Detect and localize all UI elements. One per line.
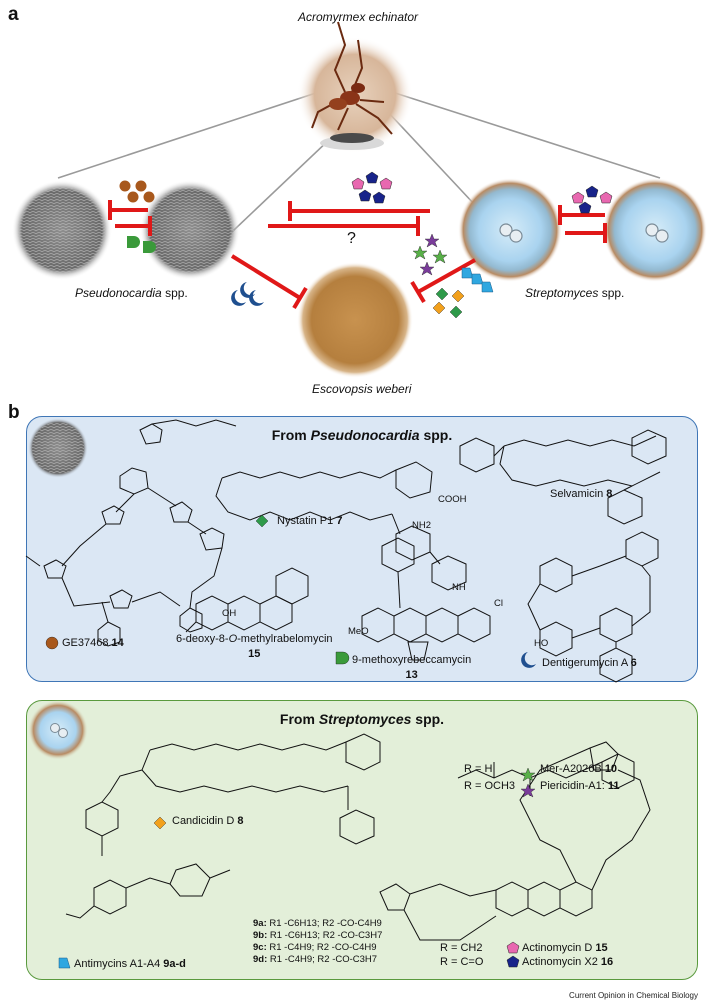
pseudonocardia-box-title: From Pseudonocardia spp.: [271, 427, 453, 443]
pseudonocardia-image-left: [12, 180, 112, 280]
green-star-key: [520, 767, 536, 782]
cyan-trapezoid-icons: [461, 267, 494, 293]
chem-label-ho: HO: [534, 638, 549, 649]
candicidin-label: Candicidin D 8: [172, 815, 244, 827]
question-mark: ?: [347, 230, 356, 247]
streptomyces-compound-box: From Streptomyces spp.: [26, 700, 698, 980]
piericidin-label: Piericidin-A1: 11: [540, 780, 620, 792]
nystatin-label: Nystatin P1 7: [277, 515, 343, 527]
pseudonocardia-box-thumbnail: [28, 418, 88, 478]
actinomycin-x-r-label: R = C=O: [440, 956, 484, 968]
selvamicin-structure: [459, 429, 667, 525]
rebeccamycin-structure: [361, 537, 491, 661]
rebeccamycin-label: 9-methoxyrebeccamycin 13: [352, 654, 472, 681]
streptomyces-box-title: From Streptomyces spp.: [279, 711, 445, 727]
streptomyces-image-left: [458, 178, 562, 282]
green-d-key: [335, 651, 350, 665]
green-d-icons: [127, 236, 156, 253]
actinomycin-structure: [379, 741, 651, 941]
pseudonocardia-image-right: [140, 180, 240, 280]
streptomyces-label: Streptomyces spp.: [525, 286, 625, 300]
brown-circle-icons: [119, 180, 155, 203]
diamond-icons: [432, 287, 465, 319]
antimycin-row: 9a: R1 -C6H13; R2 -CO-C4H9: [253, 918, 382, 929]
pseudonocardia-structures: [25, 418, 667, 683]
pink-pentagon-key: [506, 941, 520, 954]
streptomyces-box-thumbnail: [28, 700, 88, 760]
actinomycin-x-label: Actinomycin X2 16: [522, 956, 614, 968]
panel-b-label: b: [8, 402, 20, 423]
purple-star-key: [520, 783, 536, 798]
antimycin-row: 9b: R1 -C6H13; R2 -CO-C3H7: [253, 930, 383, 941]
streptomyces-structures: [28, 700, 651, 969]
navy-pentagon-key: [506, 955, 520, 968]
green-diamond-key: [255, 514, 269, 528]
chem-label-meo: MeO: [348, 626, 369, 637]
dentigerumycin-label: Dentigerumycin A 6: [542, 657, 637, 669]
pentagon-icons-center: [351, 171, 393, 204]
antimycin-substituent-table: 9a: R1 -C6H13; R2 -CO-C4H9 9b: R1 -C6H13…: [253, 918, 382, 966]
escovopsis-image: [297, 262, 413, 378]
journal-footer: Current Opinion in Chemical Biology: [569, 991, 698, 1000]
panel-a-label: a: [8, 4, 19, 25]
cyan-trapezoid-key: [58, 957, 71, 969]
ant-image: [297, 21, 413, 153]
ge37468-label: GE37468 14: [62, 637, 124, 649]
antimycin-row: 9d: R1 -C4H9; R2 -CO-C3H7: [253, 954, 378, 965]
host-name: Acromyrmex echinator: [298, 10, 419, 24]
inhibition-arrows: [108, 200, 607, 310]
pseudonocardia-label: Pseudonocardia spp.: [75, 286, 188, 300]
dentigerumycin-structure: [527, 531, 659, 683]
pentagon-icons-right: [571, 185, 613, 214]
streptomyces-image-right: [603, 178, 707, 282]
antimycin-label: Antimycins A1-A4 9a-d: [74, 958, 186, 970]
chem-label-cl: Cl: [494, 598, 503, 609]
antimycin-row: 9c: R1 -C4H9; R2 -CO-C4H9: [253, 942, 377, 953]
actinomycin-d-r-label: R = CH2: [440, 942, 483, 954]
brown-circle-key: [45, 636, 59, 650]
chem-label-cooh: COOH: [438, 494, 467, 505]
chem-label-oh: OH: [222, 608, 237, 619]
actinomycin-d-label: Actinomycin D 15: [522, 942, 608, 954]
chem-label-nh2: NH2: [412, 520, 432, 531]
rabelomycin-structure: [185, 567, 309, 633]
chem-label-nh: NH: [452, 582, 466, 593]
mer-r-label: R = H: [464, 763, 493, 775]
blue-crescent-key: [521, 652, 536, 668]
orange-diamond-key: [153, 816, 167, 830]
blue-crescent-icons: [231, 282, 264, 306]
candicidin-structure: [85, 733, 381, 856]
selvamicin-label: Selvamicin 8: [550, 488, 613, 500]
pathogen-name: Escovopsis weberi: [312, 382, 412, 396]
piericidin-r-label: R = OCH3: [464, 780, 516, 792]
pseudonocardia-compound-box: From Pseudonocardia spp.: [26, 416, 698, 682]
antimycin-structure: [65, 863, 231, 919]
rabelomycin-label: 6-deoxy-8-O-methylrabelomycin 15: [176, 633, 333, 660]
panel-a-diagram: [12, 21, 707, 378]
star-icons: [412, 233, 448, 276]
nystatin-structure: [215, 461, 467, 591]
ge37468-structure: [25, 419, 237, 647]
mer-a2026b-label: Mer-A2026B 10: [540, 763, 618, 775]
